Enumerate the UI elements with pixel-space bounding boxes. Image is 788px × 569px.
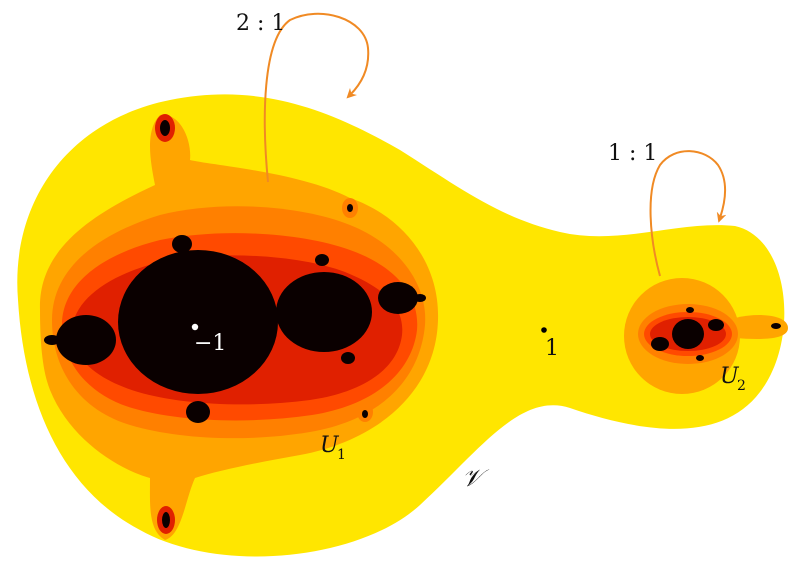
svg-text:U: U bbox=[720, 364, 740, 389]
u2-julia-set bbox=[651, 307, 781, 361]
julia-main-bulb bbox=[118, 250, 278, 394]
julia-far-right-bulb bbox=[378, 282, 418, 314]
arrow-right bbox=[649, 150, 727, 277]
point-minus-one-dot bbox=[191, 323, 199, 331]
point-minus-one-label: −1 bbox=[194, 331, 226, 356]
svg-text:1: 1 bbox=[337, 447, 346, 463]
point-one-label: 1 bbox=[545, 336, 559, 361]
julia-right-bulb bbox=[276, 272, 372, 352]
julia-right-twig bbox=[414, 294, 426, 302]
julia-bottom-bud bbox=[186, 401, 210, 423]
arrow-left bbox=[263, 12, 370, 183]
region-u1 bbox=[39, 114, 439, 541]
julia-top-bud bbox=[172, 235, 192, 253]
svg-text:U: U bbox=[320, 433, 340, 458]
region-u1-label: U 1 bbox=[320, 433, 346, 463]
u1-protrusion-dots bbox=[155, 114, 373, 534]
u2-tail bbox=[735, 315, 788, 339]
svg-text:2: 2 bbox=[737, 378, 746, 394]
u1-julia-set bbox=[44, 235, 426, 423]
julia-lower-right-bud bbox=[341, 352, 355, 364]
julia-left-twig bbox=[44, 335, 60, 345]
region-u2 bbox=[624, 278, 788, 394]
point-one-dot bbox=[541, 327, 547, 333]
region-v-label: 𝒱 bbox=[462, 464, 490, 492]
ratio-right-label: 1 : 1 bbox=[608, 141, 657, 166]
julia-upper-right-bud bbox=[315, 254, 329, 266]
region-u2-label: U 2 bbox=[720, 364, 746, 394]
ratio-left-label: 2 : 1 bbox=[236, 11, 285, 36]
julia-left-bulb bbox=[56, 315, 116, 365]
